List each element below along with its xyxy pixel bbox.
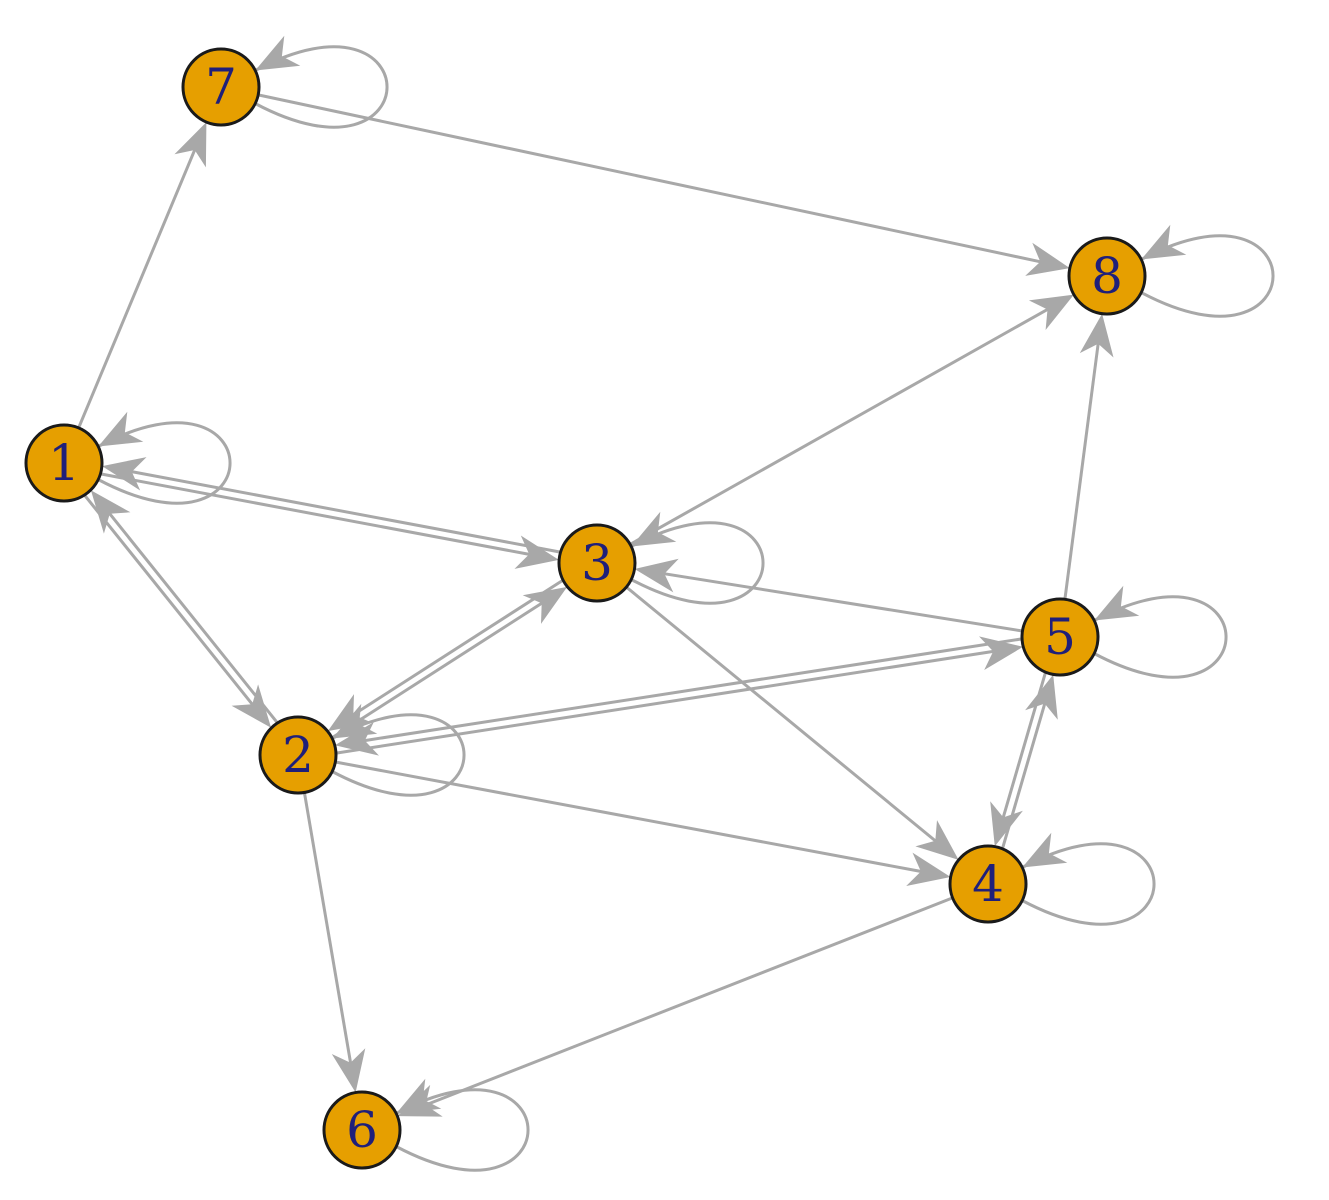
node-5-label: 5 <box>1044 608 1076 666</box>
node-7[interactable]: 7 <box>181 47 261 127</box>
edge-3-to-2 <box>352 578 564 717</box>
edge-7-to-8-arrowhead <box>1025 242 1070 276</box>
edge-2-to-2 <box>331 713 466 797</box>
node-8[interactable]: 8 <box>1067 236 1147 316</box>
edge-3-to-8 <box>629 307 1049 546</box>
edge-1-to-7-arrowhead <box>174 122 207 168</box>
edge-2-to-5 <box>335 649 994 755</box>
edge-3-to-2-arrowhead <box>327 694 373 732</box>
node-8-circle <box>1067 236 1147 316</box>
edge-5-to-5 <box>1093 595 1228 679</box>
node-3-label: 3 <box>581 534 613 592</box>
edge-1-to-3-arrowhead <box>514 535 559 569</box>
edge-8-to-8 <box>1140 234 1275 318</box>
edge-5-to-8-arrowhead <box>1079 313 1114 358</box>
arrowheads-layer <box>90 35 1187 1117</box>
edge-6-to-6-arrowhead <box>396 1078 442 1114</box>
edge-2-to-5-arrowhead <box>979 636 1024 670</box>
edge-3-to-1-arrowhead <box>102 457 147 491</box>
edge-1-to-3 <box>100 472 530 556</box>
edge-1-to-1-arrowhead <box>98 411 144 447</box>
node-2-circle <box>258 715 338 795</box>
node-6[interactable]: 6 <box>322 1090 402 1170</box>
edge-5-to-8 <box>1063 343 1100 600</box>
edge-1-to-2-arrowhead <box>231 684 272 728</box>
node-2-label: 2 <box>282 726 314 784</box>
edge-7-to-7-arrowhead <box>255 35 301 71</box>
edge-2-to-1 <box>108 512 279 724</box>
edge-1-to-1 <box>97 421 232 505</box>
edges-layer <box>77 45 1275 1172</box>
node-1-circle <box>24 423 104 503</box>
node-6-circle <box>322 1090 402 1170</box>
node-4-label: 4 <box>972 855 1004 913</box>
edge-4-to-4 <box>1021 842 1156 926</box>
edge-2-to-3 <box>331 601 543 740</box>
node-3[interactable]: 3 <box>557 523 637 603</box>
node-5-circle <box>1020 597 1100 677</box>
edge-3-to-1 <box>131 470 561 554</box>
node-4[interactable]: 4 <box>948 844 1028 924</box>
node-2[interactable]: 2 <box>258 715 338 795</box>
edge-2-to-3-arrowhead <box>522 586 568 624</box>
edge-3-to-3 <box>630 521 765 605</box>
edge-2-to-4-arrowhead <box>906 852 951 886</box>
edge-3-to-8-arrowhead <box>1028 294 1074 330</box>
edge-2-to-1-arrowhead <box>90 490 131 534</box>
nodes-layer: 1 2 3 4 5 6 7 8 <box>24 47 1147 1170</box>
node-7-label: 7 <box>205 58 237 116</box>
edge-2-to-4 <box>335 760 922 873</box>
node-1[interactable]: 1 <box>24 423 104 503</box>
edge-4-to-4-arrowhead <box>1022 832 1068 868</box>
node-8-label: 8 <box>1091 247 1123 305</box>
edge-7-to-8 <box>257 93 1041 264</box>
node-4-circle <box>948 844 1028 924</box>
edge-5-to-3 <box>663 572 1023 633</box>
node-5[interactable]: 5 <box>1020 597 1100 677</box>
node-7-circle <box>181 47 261 127</box>
edge-2-to-6-arrowhead <box>331 1048 366 1093</box>
edge-2-to-2-arrowhead <box>332 703 378 739</box>
edge-3-to-3-arrowhead <box>631 511 677 547</box>
edge-7-to-7 <box>254 45 389 129</box>
edge-5-to-5-arrowhead <box>1094 585 1140 621</box>
edge-5-to-3-arrowhead <box>634 558 679 593</box>
edge-5-to-4-arrowhead <box>990 801 1023 847</box>
edge-4-to-5-arrowhead <box>1025 674 1058 720</box>
node-6-label: 6 <box>346 1101 378 1159</box>
edge-3-to-4-arrowhead <box>915 820 959 860</box>
edge-2-to-6 <box>302 792 353 1064</box>
edge-3-to-4 <box>625 585 937 843</box>
edge-6-to-6 <box>395 1088 530 1172</box>
edge-1-to-7 <box>77 149 197 429</box>
edge-1-to-2 <box>83 494 254 706</box>
node-3-circle <box>557 523 637 603</box>
edge-5-to-2 <box>364 637 1023 743</box>
edge-4-to-6 <box>424 896 954 1107</box>
node-1-label: 1 <box>48 434 80 492</box>
edge-8-to-8-arrowhead <box>1141 224 1187 260</box>
